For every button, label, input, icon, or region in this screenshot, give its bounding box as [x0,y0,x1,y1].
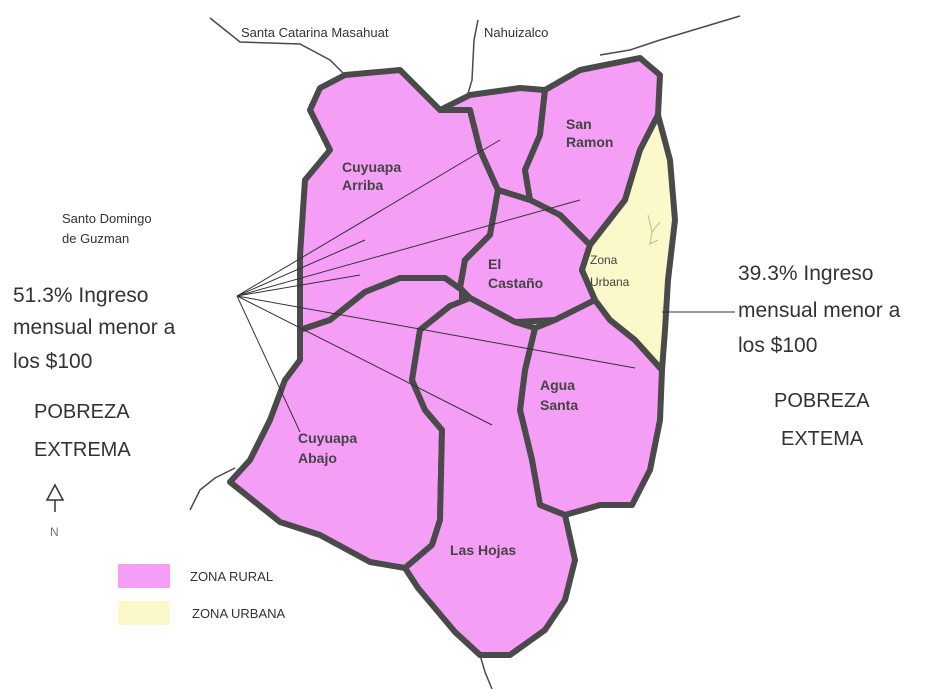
label-zona-urbana-2: Urbana [590,275,630,289]
boundary-line-north-right [599,15,741,56]
leader-line-3 [236,239,366,297]
label-santo-domingo: Santo Domingo [62,211,152,226]
right-poverty-line-2: EXTEMA [781,428,864,450]
label-el-castano-2: Castaño [488,275,543,291]
right-stat-line-1: 39.3% Ingreso [738,262,873,285]
right-stat-line-3: los $100 [738,334,817,357]
label-zona-urbana-1: Zona [590,253,618,267]
label-de-guzman: de Guzman [62,231,129,246]
legend-label-urban: ZONA URBANA [192,606,286,621]
label-el-castano-1: El [488,256,501,272]
leader-line-6 [236,295,493,426]
leader-line-5 [236,295,636,369]
label-santa-catarina-masahuat: Santa Catarina Masahuat [241,25,389,40]
leader-line-4 [236,274,361,297]
label-cuyuapa-abajo-1: Cuyuapa [298,430,357,446]
leader-line-7 [236,295,301,433]
label-cuyuapa-arriba-1: Cuyuapa [342,159,401,175]
left-stat-line-1: 51.3% Ingreso [13,284,148,307]
leader-line-1 [236,139,501,297]
legend-label-rural: ZONA RURAL [190,569,273,584]
boundary-line-southwest [189,467,236,511]
region-zona-urbana [579,112,678,373]
boundary-line-south [479,654,493,689]
urban-scribble-mark [647,214,661,246]
north-arrow-icon [45,483,65,512]
left-stat-line-2: mensual menor a [13,316,176,339]
label-cuyuapa-arriba-2: Arriba [342,177,383,193]
region-las-hojas [402,295,578,658]
label-san-ramon-1: San [566,116,592,132]
legend-swatch-urban [118,601,170,625]
right-stat-line-2: mensual menor a [738,299,901,322]
left-leader-lines [236,139,636,433]
label-san-ramon-2: Ramon [566,134,613,150]
left-poverty-line-1: POBREZA [34,401,130,423]
label-cuyuapa-abajo-2: Abajo [298,450,337,466]
north-label: N [50,525,59,539]
label-agua-santa-1: Agua [540,377,575,393]
left-poverty-line-2: EXTREMA [34,439,131,461]
legend-swatch-rural [118,564,170,588]
label-las-hojas: Las Hojas [450,542,516,558]
label-nahuizalco: Nahuizalco [484,25,548,40]
boundary-line-north-left [209,17,346,76]
label-agua-santa-2: Santa [540,397,578,413]
left-stat-line-3: los $100 [13,350,92,373]
right-poverty-line-1: POBREZA [774,390,870,412]
leader-line-2 [236,199,581,297]
